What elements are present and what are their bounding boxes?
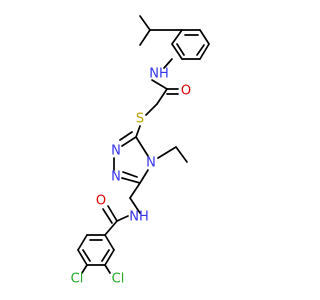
double-bond <box>119 131 133 141</box>
bond <box>139 15 151 31</box>
atom-chlorine-2: Cl <box>112 272 125 287</box>
bond <box>104 220 118 236</box>
bond <box>175 146 188 163</box>
bond <box>121 136 137 147</box>
bond <box>81 264 88 274</box>
bond <box>104 234 115 251</box>
atom-nitrogen-ring-4: N <box>146 156 156 171</box>
aromatic-bond <box>101 249 110 262</box>
atom-nitrogen-ring-1: N <box>111 144 121 159</box>
bond <box>77 234 88 251</box>
bond <box>156 88 168 105</box>
isopropyl-group <box>139 15 183 46</box>
bond <box>151 79 168 90</box>
bond <box>171 43 183 60</box>
bond <box>199 43 210 60</box>
atom-nitrogen-ring-2: N <box>111 170 121 185</box>
bond <box>129 197 141 214</box>
aromatic-bond <box>196 44 205 56</box>
structure-diagram: NH O S N N N NH O Cl Cl <box>71 15 210 287</box>
bond <box>139 169 149 184</box>
aromatic-bond <box>82 249 91 262</box>
bond <box>104 264 111 274</box>
bond <box>129 182 141 199</box>
bond <box>121 177 141 184</box>
aromatic-bond <box>176 43 185 56</box>
bond <box>77 249 88 266</box>
top-phenyl-ring <box>171 29 210 60</box>
atom-nh-amide-bottom: NH <box>129 210 149 225</box>
triazole-ring <box>113 131 149 184</box>
atom-labels: NH O S N N N NH O Cl Cl <box>71 67 191 287</box>
bond <box>139 29 151 46</box>
atom-oxygen-bottom: O <box>96 194 106 209</box>
bond <box>157 146 177 159</box>
atom-chlorine-1: Cl <box>71 272 84 287</box>
bottom-phenyl-ring <box>77 234 115 266</box>
atom-sulfur: S <box>136 112 144 127</box>
atom-oxygen-top: O <box>181 84 191 99</box>
bond <box>135 136 149 157</box>
carbonyl-bond <box>102 208 113 224</box>
bond <box>199 29 210 45</box>
bond <box>135 125 141 138</box>
atom-nh-amide-top: NH <box>149 67 169 82</box>
molecule-canvas: NH O S N N N NH O Cl Cl <box>71 15 210 287</box>
bond <box>163 58 173 69</box>
bond <box>171 29 183 45</box>
ethyl-group <box>157 146 188 163</box>
bond <box>116 215 129 222</box>
carbonyl-bond <box>107 205 118 222</box>
bond <box>145 103 158 116</box>
double-bond <box>122 171 138 178</box>
bond <box>104 249 115 266</box>
